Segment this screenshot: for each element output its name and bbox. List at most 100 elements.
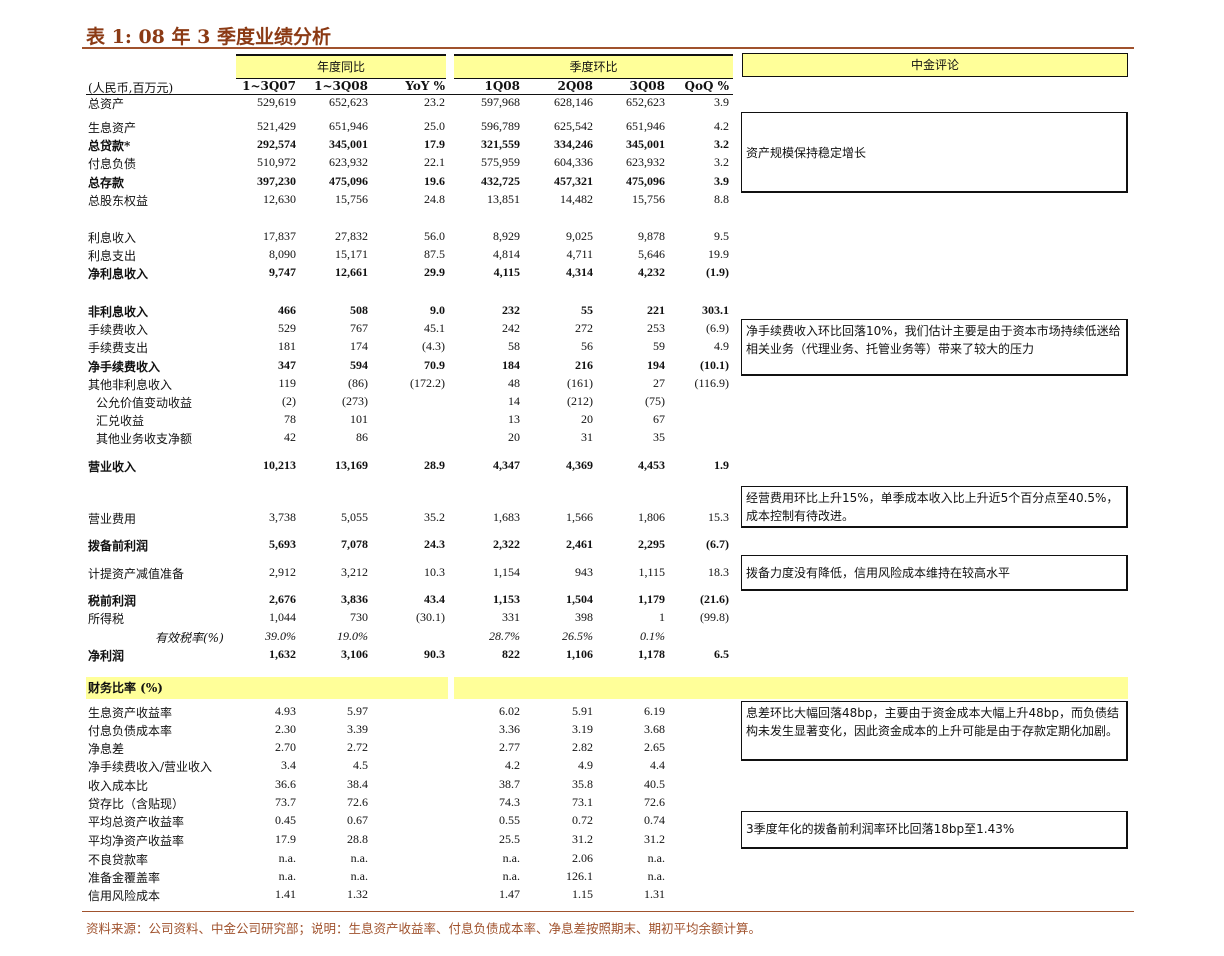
cell-1-3q07: n.a. (278, 851, 296, 865)
cell-1-3q08: 15,756 (335, 192, 368, 206)
cell-yoy: (172.2) (410, 376, 445, 390)
cell-yoy: 70.9 (424, 358, 445, 372)
cell-1-3q08: n.a. (350, 851, 368, 865)
row-label: 总资产 (88, 97, 125, 111)
cell-1q08: 432,725 (481, 174, 520, 188)
cell-1q08: 596,789 (481, 119, 520, 133)
cell-1-3q07: 10,213 (263, 458, 296, 472)
cell-2q08: 126.1 (566, 869, 593, 883)
row-label: 公允价值变动收益 (96, 396, 193, 410)
cell-yoy: 29.9 (424, 265, 445, 279)
cell-2q08: 272 (575, 321, 593, 335)
row-label: 生息资产 (88, 121, 137, 135)
cell-1-3q08: 3,106 (341, 647, 368, 661)
cell-1-3q07: 2,912 (269, 565, 296, 579)
cell-1-3q08: 12,661 (335, 265, 368, 279)
cell-1q08: 0.55 (499, 813, 520, 827)
row-label: 计提资产减值准备 (88, 567, 185, 581)
cell-1q08: 48 (508, 376, 520, 390)
cell-qoq: 6.5 (714, 647, 729, 661)
cell-1-3q08: 3,212 (341, 565, 368, 579)
cell-1-3q07: 42 (284, 430, 296, 444)
cell-2q08: 4,314 (566, 265, 593, 279)
cell-3q08: 4.4 (650, 758, 665, 772)
cell-1-3q07: 9,747 (269, 265, 296, 279)
cell-1-3q07: 3,738 (269, 510, 296, 524)
cell-1-3q07: 1.41 (275, 887, 296, 901)
cell-1q08: 1,683 (493, 510, 520, 524)
cell-qoq: 3.9 (714, 174, 729, 188)
col-header-3q08: 3Q08 (629, 79, 665, 93)
row-label: 生息资产收益率 (88, 706, 173, 720)
cell-1q08: 74.3 (499, 795, 520, 809)
cell-3q08: 40.5 (644, 777, 665, 791)
cell-1-3q08: 767 (350, 321, 368, 335)
cell-2q08: 1,106 (566, 647, 593, 661)
cell-1-3q07: 2,676 (269, 592, 296, 606)
cell-1q08: 6.02 (499, 704, 520, 718)
cell-qoq: 1.9 (714, 458, 729, 472)
cell-2q08: 2,461 (566, 537, 593, 551)
cell-1q08: 13 (508, 412, 520, 426)
cell-3q08: 5,646 (638, 247, 665, 261)
cell-yoy: 56.0 (424, 229, 445, 243)
cell-yoy: 24.8 (424, 192, 445, 206)
row-label: 手续费收入 (88, 323, 149, 337)
footer-rule (82, 911, 1134, 912)
cell-qoq: (21.6) (700, 592, 729, 606)
cell-1q08: 13,851 (487, 192, 520, 206)
cell-2q08: 2.82 (572, 740, 593, 754)
cell-2q08: 398 (575, 610, 593, 624)
cell-2q08: 4,369 (566, 458, 593, 472)
cell-3q08: 4,453 (638, 458, 665, 472)
row-label: 汇兑收益 (96, 414, 145, 428)
cell-2q08: 457,321 (554, 174, 593, 188)
cell-yoy: 28.9 (424, 458, 445, 472)
cell-1-3q08: 13,169 (335, 458, 368, 472)
cell-1-3q08: 3,836 (341, 592, 368, 606)
ratios-section-header: 财务比率 (%) (86, 677, 448, 699)
cell-qoq: (6.7) (706, 537, 729, 551)
cell-1q08: 3.36 (499, 722, 520, 736)
cell-3q08: n.a. (647, 869, 665, 883)
cell-3q08: 31.2 (644, 832, 665, 846)
cell-3q08: 72.6 (644, 795, 665, 809)
cell-1-3q08: 651,946 (329, 119, 368, 133)
cell-1-3q08: 5.97 (347, 704, 368, 718)
cell-1q08: 4.2 (505, 758, 520, 772)
row-label: 净利润 (88, 649, 125, 663)
cell-1-3q07: 1,044 (269, 610, 296, 624)
cell-1-3q08: 86 (356, 430, 368, 444)
cell-1-3q08: 1.32 (347, 887, 368, 901)
cell-1q08: 58 (508, 339, 520, 353)
cell-2q08: 31.2 (572, 832, 593, 846)
cell-1-3q08: 174 (350, 339, 368, 353)
cell-1q08: 28.7% (489, 629, 520, 643)
cell-1-3q08: 4.5 (353, 758, 368, 772)
comment-expenses: 经营费用环比上升15%，单季成本收入比上升近5个百分点至40.5%，成本控制有待… (741, 486, 1128, 528)
cell-qoq: 9.5 (714, 229, 729, 243)
qoq-group-header: 季度环比 (454, 54, 733, 79)
cell-1-3q07: 521,429 (257, 119, 296, 133)
cell-2q08: 31 (581, 430, 593, 444)
cell-3q08: 652,623 (626, 95, 665, 109)
cell-1-3q07: 529 (278, 321, 296, 335)
cell-3q08: 2.65 (644, 740, 665, 754)
comment-nim: 息差环比大幅回落48bp，主要由于资金成本大幅上升48bp，而负债结构未发生显著… (741, 701, 1128, 761)
cell-1-3q07: 17,837 (263, 229, 296, 243)
cell-qoq: 15.3 (708, 510, 729, 524)
cell-3q08: 1,179 (638, 592, 665, 606)
cell-3q08: (75) (645, 394, 665, 408)
cell-yoy: (4.3) (422, 339, 445, 353)
cell-2q08: 5.91 (572, 704, 593, 718)
cell-3q08: 0.74 (644, 813, 665, 827)
cell-1-3q08: 7,078 (341, 537, 368, 551)
cell-yoy: 90.3 (424, 647, 445, 661)
cell-1-3q07: 3.4 (281, 758, 296, 772)
cell-1q08: n.a. (502, 851, 520, 865)
cell-2q08: 73.1 (572, 795, 593, 809)
cell-3q08: 35 (653, 430, 665, 444)
ratios-section-band (454, 677, 1128, 699)
col-header-1q08: 1Q08 (484, 79, 520, 93)
cell-3q08: 194 (647, 358, 665, 372)
